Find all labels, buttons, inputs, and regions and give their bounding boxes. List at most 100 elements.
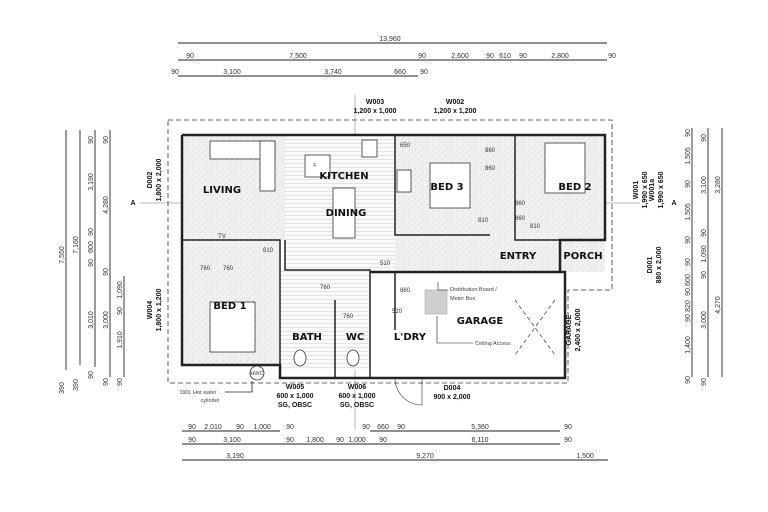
dimension-bottom_row2: 6,110 [472, 437, 489, 444]
dimension-top_row2: 90 [486, 53, 494, 60]
dimension-top_row3: 90 [171, 69, 179, 76]
dimension-right_col1: 820 [685, 300, 692, 312]
w003-id: W003 [366, 99, 384, 106]
room-label-bed2: BED 2 [558, 182, 591, 193]
dimension-right_col2: 90 [701, 271, 708, 279]
furniture [209, 139, 586, 367]
dimension-left_col4: 90 [103, 136, 110, 144]
meter-box-note: Meter Box [450, 296, 475, 302]
garage_door-size: 2,400 x 2,000 [575, 308, 582, 351]
dimension-top_row2: 90 [608, 53, 616, 60]
d004-size: 900 x 2,000 [434, 394, 471, 401]
w006-glazing: SG, OBSC [340, 402, 374, 409]
dimension-right_col1: 90 [685, 376, 692, 384]
hot-water-note-2: cylinder [201, 398, 220, 404]
section-marker-left: A [130, 200, 135, 207]
dimension-bottom_row1: 660 [377, 424, 389, 431]
section-marker-right: A [671, 200, 676, 207]
dimension-right_col1: 600 [685, 274, 692, 286]
room-label-bath: BATH [292, 332, 322, 343]
access-hatch [424, 289, 448, 315]
room-label-kitchen: KITCHEN [319, 171, 368, 182]
dimension-right_col1: 90 [685, 314, 692, 322]
dimension-bottom_row2: 90 [336, 437, 344, 444]
w001-id: W001 [633, 181, 640, 199]
room-label-bed3: BED 3 [430, 182, 463, 193]
dimension-right_col1: 90 [685, 258, 692, 266]
dimension-top_row2: 610 [499, 53, 511, 60]
room-label-wc: WC [346, 332, 364, 343]
dimension-bottom_row1: 90 [397, 424, 405, 431]
dist-board-leader [437, 282, 448, 291]
dimension-left_col3: 3,010 [88, 311, 95, 329]
dimension-right_col2: 90 [701, 378, 708, 386]
ceiling-access-note: Ceiling Access [475, 341, 511, 347]
dimension-left_col3: 3,190 [88, 173, 95, 191]
dimension-top_row1: 13,960 [379, 36, 401, 43]
dimension-bottom_row3: 9,270 [416, 453, 434, 460]
dimension-bottom_row2: 90 [564, 437, 572, 444]
door-swing-label: 510 [380, 261, 391, 267]
d001-id: D001 [647, 257, 654, 274]
w002-id: W002 [446, 99, 464, 106]
door-swing-label: 810 [530, 224, 541, 230]
w005-id: W005 [286, 384, 304, 391]
room-label-living: LIVING [203, 185, 241, 196]
dimension-left_col1: 390 [59, 382, 66, 394]
dimension-left_col3: 90 [88, 136, 95, 144]
dimension-bottom_row1: 90 [362, 424, 370, 431]
dimension-top_row2: 90 [418, 53, 426, 60]
dimension-bottom_row2: 90 [286, 437, 294, 444]
dimension-right_col3: 4,270 [715, 296, 722, 314]
dimension-left_col5: 90 [117, 307, 124, 315]
room-label-garage: GARAGE [457, 316, 504, 327]
dimension-bottom_row1: 90 [286, 424, 294, 431]
hwc-leader [225, 381, 253, 393]
dimension-top_row2: 2,800 [551, 53, 569, 60]
dimension-left_col5: 90 [117, 378, 124, 386]
dimension-right_col1: 90 [685, 236, 692, 244]
dimension-right_col1: 90 [685, 288, 692, 296]
hwc-label: HWC [250, 371, 263, 377]
dimension-right_col3: 3,280 [715, 176, 722, 194]
dimension-top_row3: 3,740 [324, 69, 342, 76]
dimension-right_col1: 1,505 [685, 147, 692, 165]
dimension-top_row3: 660 [394, 69, 406, 76]
dimension-bottom_row2: 3,100 [223, 437, 241, 444]
dimension-left_col3: 90 [88, 259, 95, 267]
w006-id: W006 [348, 384, 366, 391]
dimension-bottom_row2: 90 [379, 437, 387, 444]
dimension-top_row2: 90 [186, 53, 194, 60]
dimension-left_col4: 3,000 [103, 311, 110, 329]
door-swing-label: 760 [223, 266, 234, 272]
walls [180, 133, 607, 380]
dimension-left_col5: 1,910 [117, 331, 124, 349]
door-swing-label: 650 [400, 143, 411, 149]
room-label-laundry: L'DRY [394, 332, 427, 343]
d002-id: D002 [147, 172, 154, 189]
room-label-dining: DINING [326, 208, 367, 219]
door-swing-label: 860 [485, 148, 496, 154]
dimension-left_col3: 90 [88, 228, 95, 236]
door-swing-label: 760 [343, 314, 354, 320]
w006-size: 600 x 1,000 [339, 393, 376, 400]
dimension-left_col3: 90 [88, 371, 95, 379]
w005-size: 600 x 1,000 [277, 393, 314, 400]
d004-id: D004 [444, 385, 461, 392]
dimension-right_col2: 90 [701, 229, 708, 237]
garage_door-id: GARAGE [566, 314, 573, 345]
door-swing-label: 810 [263, 248, 274, 254]
w002-size: 1,200 x 1,200 [434, 108, 477, 115]
dimension-left_col2: 390 [73, 379, 80, 391]
dimension-bottom_row1: 2,010 [204, 424, 222, 431]
d001-size: 880 x 2,000 [656, 246, 663, 283]
dimension-right_col1: 90 [685, 180, 692, 188]
dimension-top_row2: 90 [519, 53, 527, 60]
door-swing-label: 510 [392, 309, 403, 315]
dimension-left_col4: 4,280 [103, 196, 110, 214]
w001a-size: 1,990 x 650 [658, 171, 665, 208]
door-swing-label: 860 [515, 201, 526, 207]
w001-size: 1,990 x 650 [642, 171, 649, 208]
hot-water-note: 190L Hot water [179, 390, 216, 396]
